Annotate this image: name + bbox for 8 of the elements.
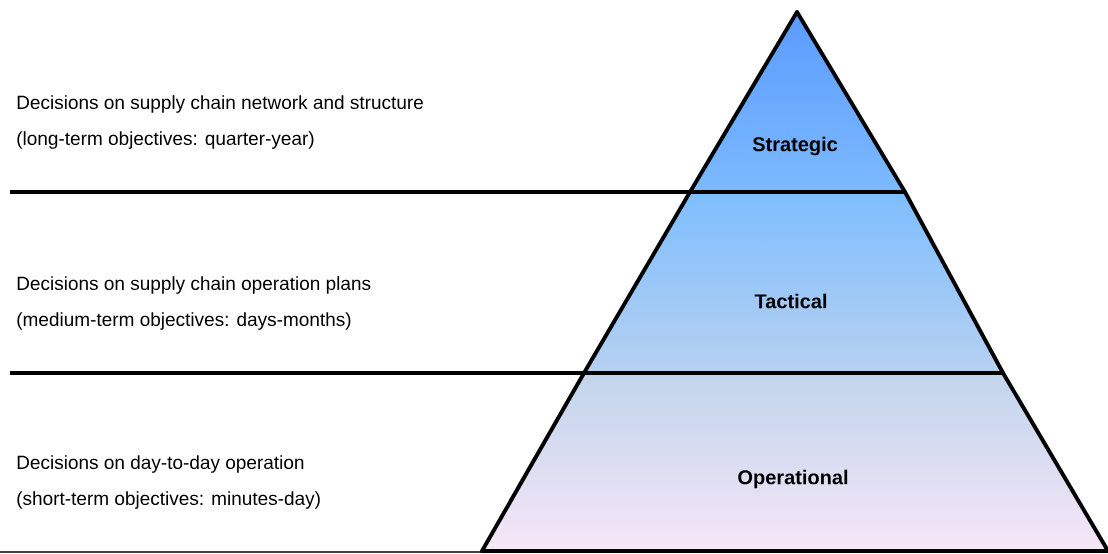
level-description: Decisions on supply chain network and structure (17, 95, 423, 113)
level-description: (medium-term objectives: days-months) (17, 312, 351, 330)
pyramid-level: Strategic (688, 10, 907, 194)
pyramid-level: Operational (480, 371, 1108, 553)
level-description: (long-term objectives: quarter-year) (17, 131, 314, 149)
level-description: (short-term objectives: minutes-day) (17, 491, 320, 509)
level-description: Decisions on day-to-day operation (17, 455, 304, 473)
level-description: Decisions on supply chain operation plans (17, 276, 371, 294)
